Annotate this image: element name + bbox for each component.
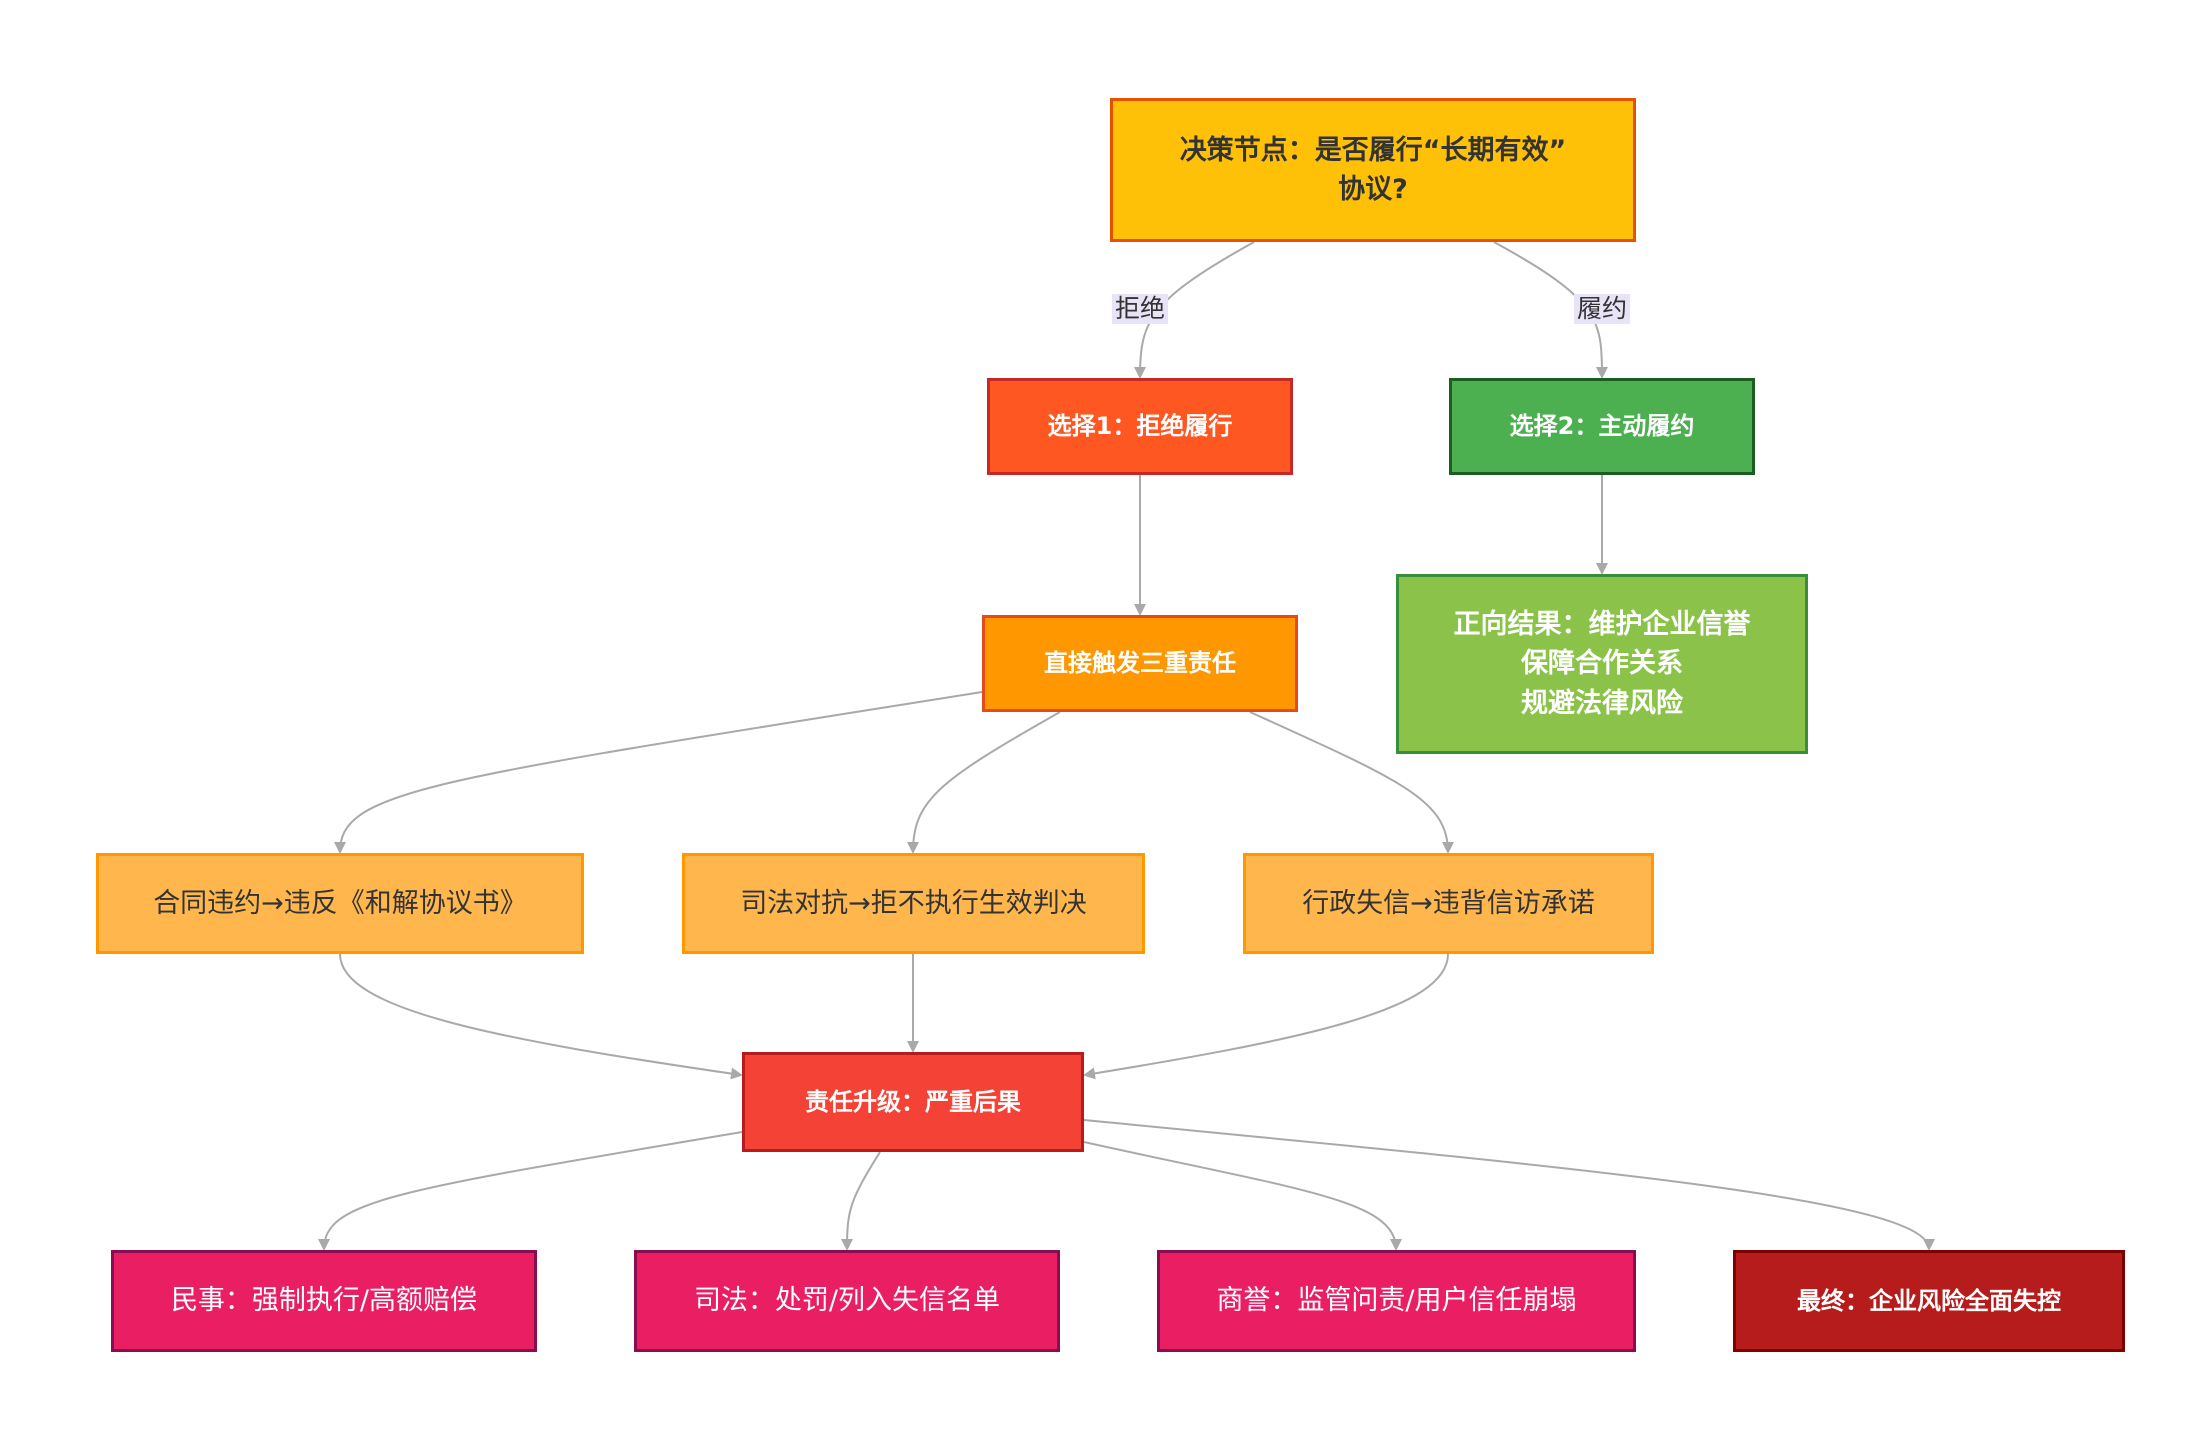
judicial-penalty-node: 司法：处罚/列入失信名单 bbox=[634, 1250, 1060, 1352]
edge-admin-to-escalate bbox=[1083, 953, 1449, 1080]
decision-node: 决策节点：是否履行“长期有效” 协议? bbox=[1110, 98, 1636, 242]
positive-result-node: 正向结果：维护企业信誉 保障合作关系 规避法律风险 bbox=[1396, 574, 1808, 754]
judicial-defiance-node: 司法对抗→拒不执行生效判决 bbox=[682, 853, 1145, 954]
edge-escalate-to-final bbox=[1083, 1119, 1935, 1251]
edge-label-perform: 履约 bbox=[1573, 294, 1631, 324]
choice-perform-node: 选择2：主动履约 bbox=[1449, 378, 1755, 475]
triple-liability-node: 直接触发三重责任 bbox=[982, 615, 1298, 712]
edge-contract-to-escalate bbox=[339, 953, 743, 1080]
edge-trigger-to-admin bbox=[1249, 711, 1454, 854]
final-outcome-node: 最终：企业风险全面失控 bbox=[1733, 1250, 2125, 1352]
edge-escalate-to-civil bbox=[318, 1131, 743, 1251]
administrative-dishonesty-node: 行政失信→违背信访承诺 bbox=[1243, 853, 1654, 954]
choice-refuse-node: 选择1：拒绝履行 bbox=[987, 378, 1293, 475]
contract-breach-node: 合同违约→违反《和解协议书》 bbox=[96, 853, 584, 954]
liability-escalation-node: 责任升级：严重后果 bbox=[742, 1052, 1084, 1152]
edge-label-refuse: 拒绝 bbox=[1111, 294, 1169, 324]
edge-trigger-to-contract bbox=[334, 691, 983, 854]
edge-escalate-to-reputation bbox=[1083, 1141, 1402, 1251]
civil-consequence-node: 民事：强制执行/高额赔偿 bbox=[111, 1250, 537, 1352]
reputation-consequence-node: 商誉：监管问责/用户信任崩塌 bbox=[1157, 1250, 1636, 1352]
edge-escalate-to-penalty bbox=[841, 1151, 881, 1251]
edge-trigger-to-judicial bbox=[907, 711, 1061, 854]
